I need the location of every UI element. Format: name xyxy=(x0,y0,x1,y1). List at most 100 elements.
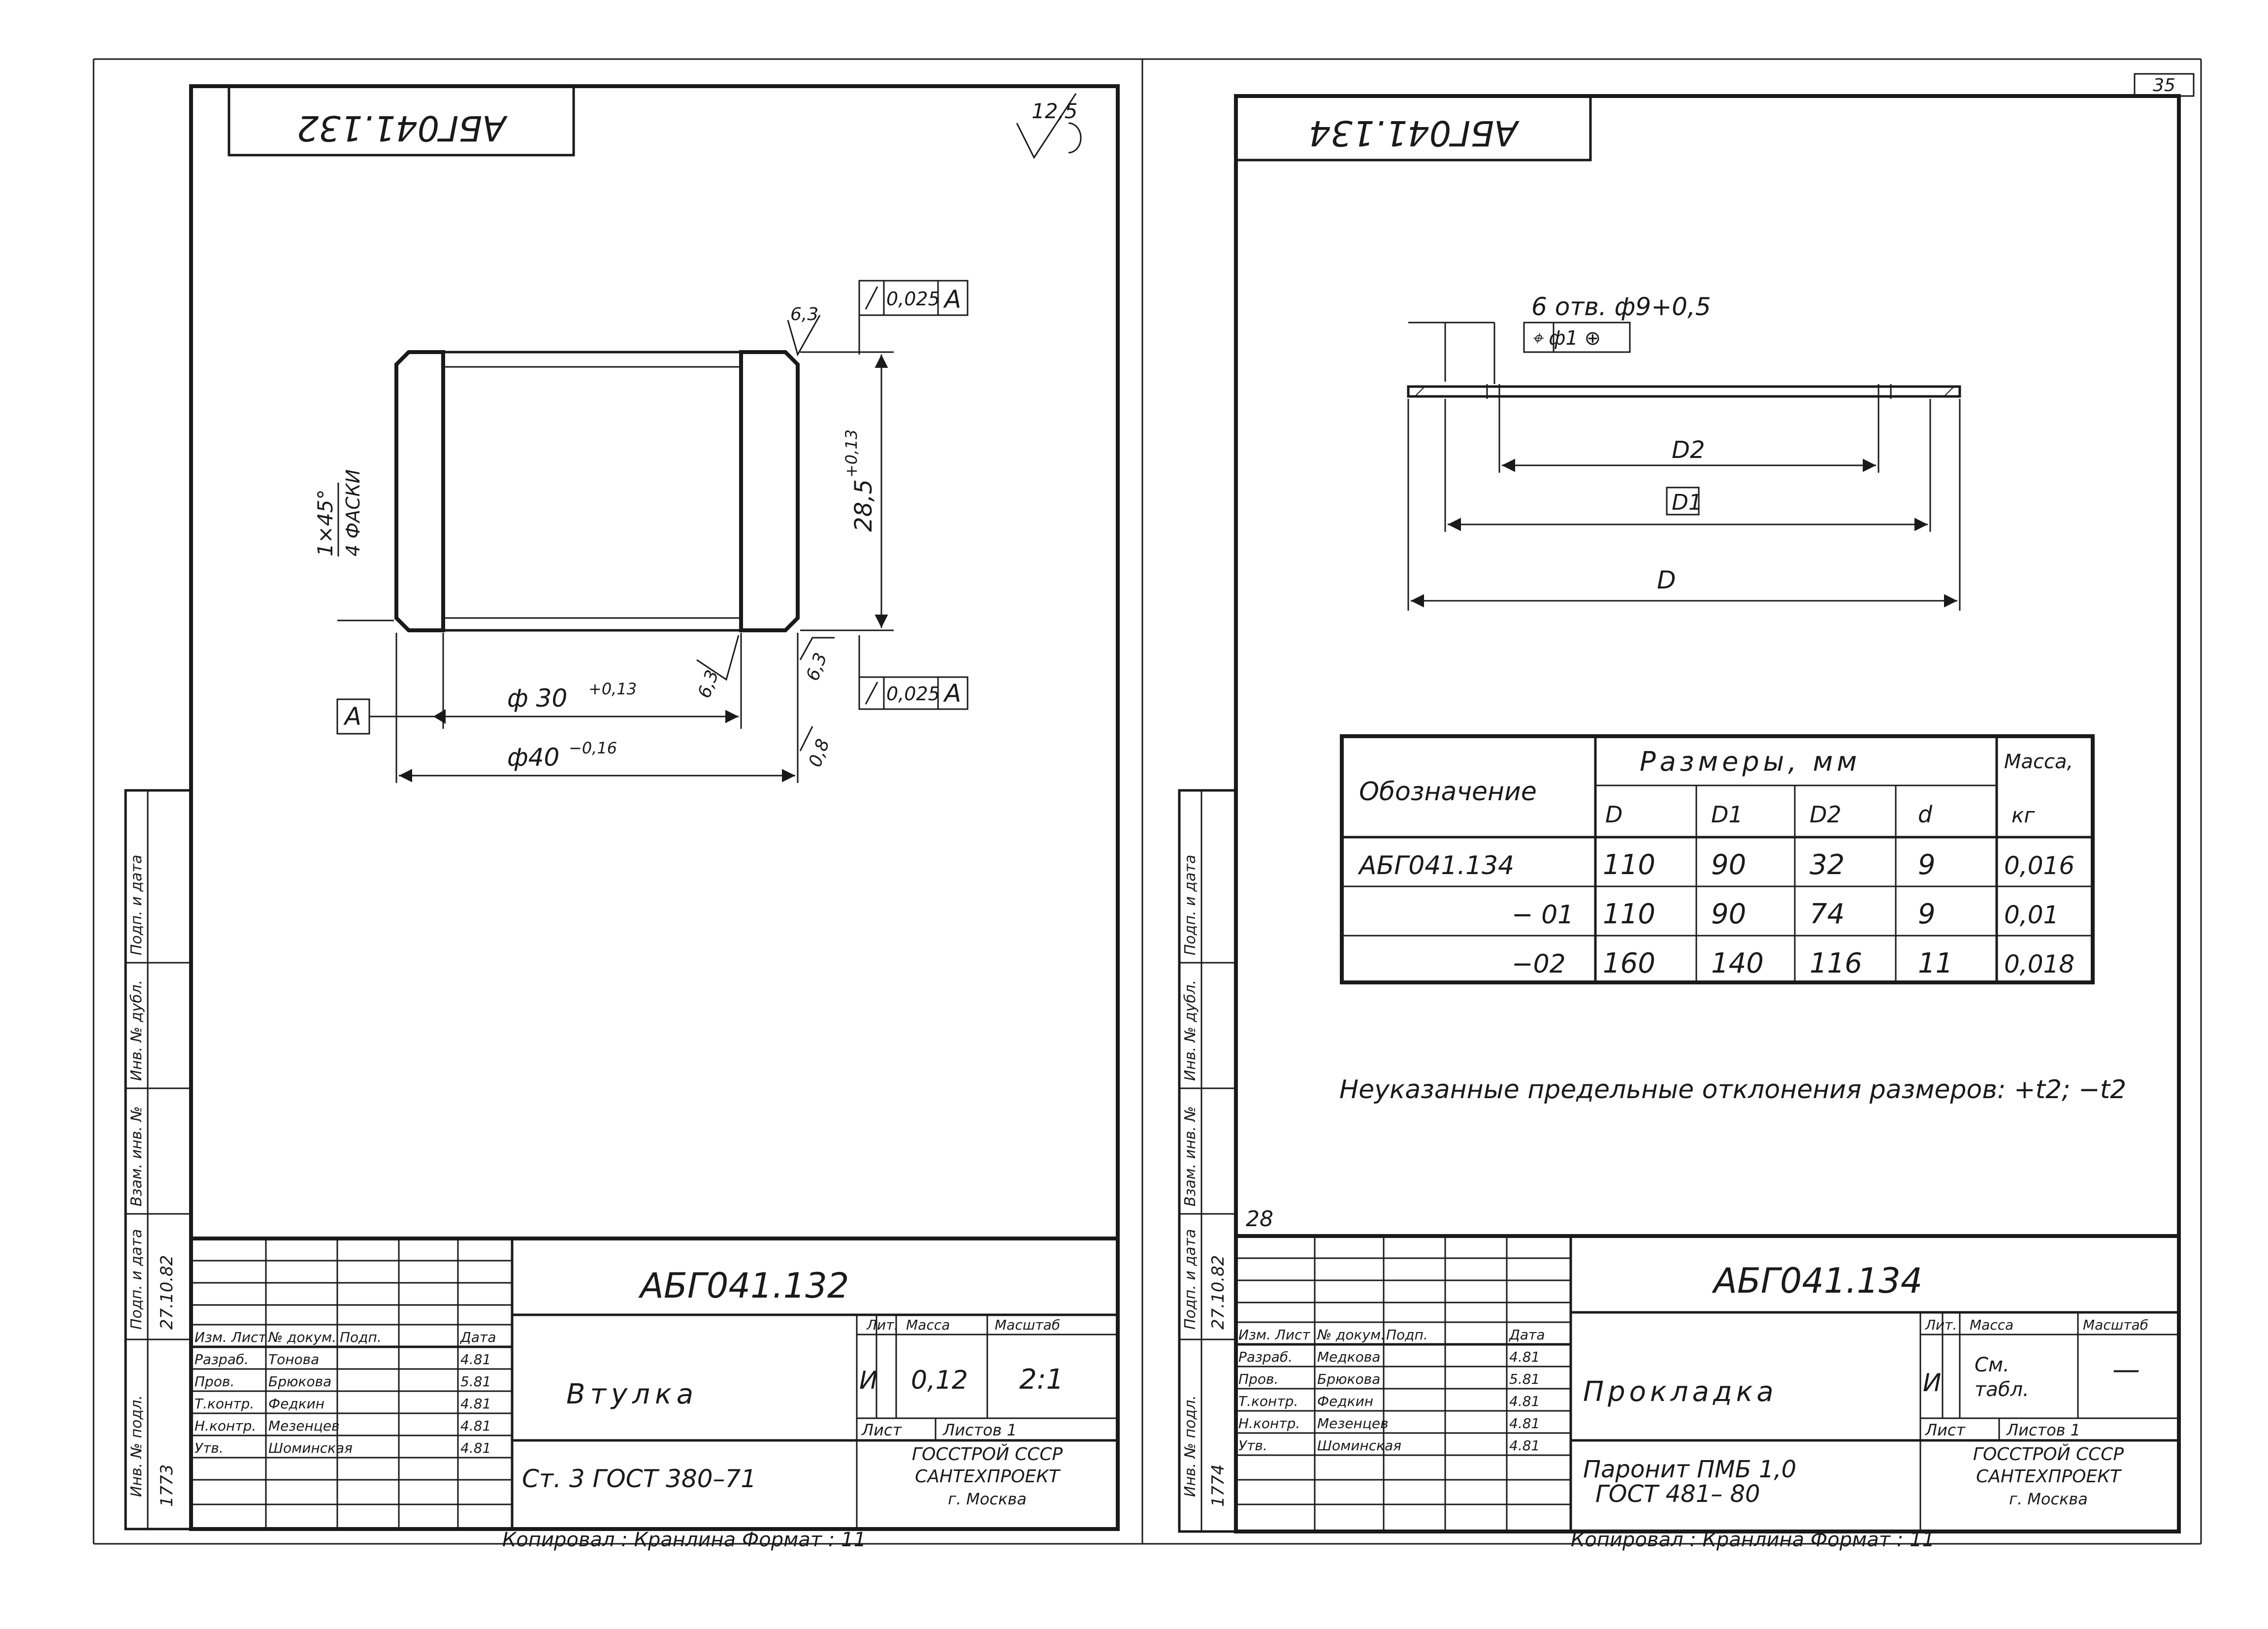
right-signature-date: 5.81 xyxy=(1509,1371,1540,1387)
left-footer: Копировал : Кранлина Формат : 11 xyxy=(502,1529,866,1551)
svg-text:Масштаб: Масштаб xyxy=(2083,1317,2148,1333)
table-header-designation: Обозначение xyxy=(1359,777,1537,807)
svg-text:САНТЕХПРОЕКТ: САНТЕХПРОЕКТ xyxy=(915,1466,1061,1487)
right-signature-date: Дата xyxy=(1508,1327,1545,1343)
bore-dim-tol: +0,13 xyxy=(588,680,637,698)
svg-text:0,016: 0,016 xyxy=(2004,851,2074,880)
svg-text:Масса: Масса xyxy=(906,1317,950,1333)
datum-a-label: А xyxy=(343,702,361,731)
left-signature-name: № докум. xyxy=(267,1329,336,1345)
table-row: −02 160 140 116 11 0,018 xyxy=(1512,947,2074,979)
left-sheet-втулка: АБГ041.132 12,5 1×45° 4 ФАСКИ xyxy=(124,84,1120,1551)
svg-text:АБГ041.134: АБГ041.134 xyxy=(1358,851,1514,880)
svg-text:90: 90 xyxy=(1711,849,1746,881)
roughness-right-2: 0,8 xyxy=(805,736,834,770)
left-top-stamp-code: АБГ041.132 xyxy=(297,108,508,148)
right-material-line2: ГОСТ 481– 80 xyxy=(1595,1480,1760,1508)
svg-text:Инв. № подл.: Инв. № подл. xyxy=(1182,1395,1199,1497)
svg-text:Лит.: Лит. xyxy=(866,1317,898,1333)
outer-dimension: ф40 −0,16 xyxy=(395,633,799,783)
right-signature-date: 4.81 xyxy=(1509,1393,1540,1409)
tolerance-bottom-datum: А xyxy=(943,679,961,708)
right-signature-date: 4.81 xyxy=(1509,1437,1540,1454)
svg-text:Масса: Масса xyxy=(1970,1317,2013,1333)
left-material: Ст. 3 ГОСТ 380–71 xyxy=(522,1465,756,1493)
svg-text:32: 32 xyxy=(1810,849,1845,881)
svg-text:Подп. и дата: Подп. и дата xyxy=(1182,1229,1199,1330)
svg-text:Лит.: Лит. xyxy=(1925,1317,1957,1333)
left-title-designation: АБГ041.132 xyxy=(638,1266,849,1306)
right-sheet-прокладка: АБГ041.134 6 отв. ф9+0,5 ⌖ ф1 ⊕ D2 xyxy=(1178,94,2181,1551)
right-footer: Копировал : Кранлина Формат : 11 xyxy=(1571,1529,1935,1551)
svg-text:Листов 1: Листов 1 xyxy=(942,1421,1017,1439)
svg-text:D2: D2 xyxy=(1810,801,1842,828)
height-dimension: 28,5 +0,13 xyxy=(800,351,894,631)
svg-text:D1: D1 xyxy=(1711,801,1743,828)
right-material-line1: Паронит ПМБ 1,0 xyxy=(1583,1456,1796,1483)
svg-text:Масштаб: Масштаб xyxy=(995,1317,1060,1333)
svg-text:116: 116 xyxy=(1810,947,1862,979)
bore-dim-value: ф 30 xyxy=(507,684,567,713)
position-tolerance: ⌖ ф1 ⊕ xyxy=(1531,327,1601,350)
left-roughness-value: 12,5 xyxy=(1032,99,1078,123)
left-side-stamp: Инв. № подл. Подп. и дата Взам. инв. № И… xyxy=(124,789,193,1531)
left-signature-date: 4.81 xyxy=(460,1418,491,1434)
table-row: − 01 110 90 74 9 0,01 xyxy=(1512,898,2059,930)
holes-label: 6 отв. ф9+0,5 xyxy=(1531,293,1711,321)
right-title-block: АБГ041.134 Прокладка Паронит ПМБ 1,0 ГОС… xyxy=(1234,1234,2181,1533)
right-signature-name: Мезенцев xyxy=(1317,1415,1389,1432)
svg-text:− 01: − 01 xyxy=(1512,900,1574,930)
svg-text:См.: См. xyxy=(1975,1354,2009,1376)
left-signature-date: 4.81 xyxy=(460,1440,491,1456)
tolerance-frame-bottom: 0,025 А xyxy=(858,676,969,710)
roughness-right-stack: 6,3 0,8 xyxy=(799,637,835,770)
right-signature-role: Т.контр. xyxy=(1238,1393,1298,1409)
svg-text:160: 160 xyxy=(1603,947,1655,979)
datum-a-marker: А xyxy=(336,698,446,735)
left-title-name: Втулка xyxy=(566,1378,698,1410)
svg-text:ГОССТРОЙ СССР: ГОССТРОЙ СССР xyxy=(912,1444,1063,1465)
bushing-wall-left xyxy=(394,350,445,632)
svg-text:Лист: Лист xyxy=(1925,1421,1966,1439)
outer-sheet-border xyxy=(93,58,2202,1545)
svg-text:Листов 1: Листов 1 xyxy=(2006,1421,2080,1439)
left-roughness-symbol: 12,5 xyxy=(1016,93,1082,160)
left-top-stamp-box xyxy=(227,85,575,157)
svg-text:d: d xyxy=(1918,801,1933,828)
svg-text:90: 90 xyxy=(1711,898,1746,930)
chamfer-note-line1: 1×45° xyxy=(313,489,337,556)
right-signature-role: Утв. xyxy=(1238,1437,1267,1454)
svg-text:Лист: Лист xyxy=(861,1421,902,1439)
svg-text:САНТЕХПРОЕКТ: САНТЕХПРОЕКТ xyxy=(1976,1466,2122,1487)
right-top-stamp-box xyxy=(1234,95,1592,162)
tolerance-note: Неуказанные предельные отклонения размер… xyxy=(1339,1075,2126,1105)
right-signature-name: Брюкова xyxy=(1317,1371,1380,1387)
left-signature-name: Шоминская xyxy=(268,1440,353,1456)
dim-d2: D2 xyxy=(1498,399,1879,473)
roughness-top-right-value: 6,3 xyxy=(790,304,818,325)
tolerance-top-value: 0,025 xyxy=(886,288,940,310)
right-scale-value: — xyxy=(2112,1354,2140,1386)
svg-text:11: 11 xyxy=(1918,947,1953,979)
svg-text:Взам. инв. №: Взам. инв. № xyxy=(1182,1106,1199,1206)
dim-d2-label: D2 xyxy=(1672,436,1705,464)
left-lit-value: И xyxy=(859,1366,877,1395)
svg-text:9: 9 xyxy=(1918,849,1936,881)
left-signature-role: Пров. xyxy=(194,1373,234,1390)
tolerance-frame-top: 0,025 А xyxy=(858,280,969,316)
right-title-designation: АБГ041.134 xyxy=(1712,1261,1922,1301)
right-signature-name: № докум. xyxy=(1316,1327,1385,1343)
roughness-top-right: 6,3 xyxy=(787,304,821,357)
left-signature-role: Разраб. xyxy=(194,1351,249,1368)
tolerance-top-datum: А xyxy=(943,285,961,314)
right-top-stamp-code: АБГ041.134 xyxy=(1309,113,1520,153)
svg-text:Инв. № дубл.: Инв. № дубл. xyxy=(1182,980,1199,1081)
dim-d: D xyxy=(1407,399,1961,611)
left-signature-name: Федкин xyxy=(268,1396,324,1412)
svg-text:27.10.82: 27.10.82 xyxy=(1208,1255,1228,1330)
left-scale-value: 2:1 xyxy=(1019,1364,1064,1396)
svg-text:Инв. № дубл.: Инв. № дубл. xyxy=(128,980,145,1081)
dim-d-label: D xyxy=(1657,566,1676,594)
